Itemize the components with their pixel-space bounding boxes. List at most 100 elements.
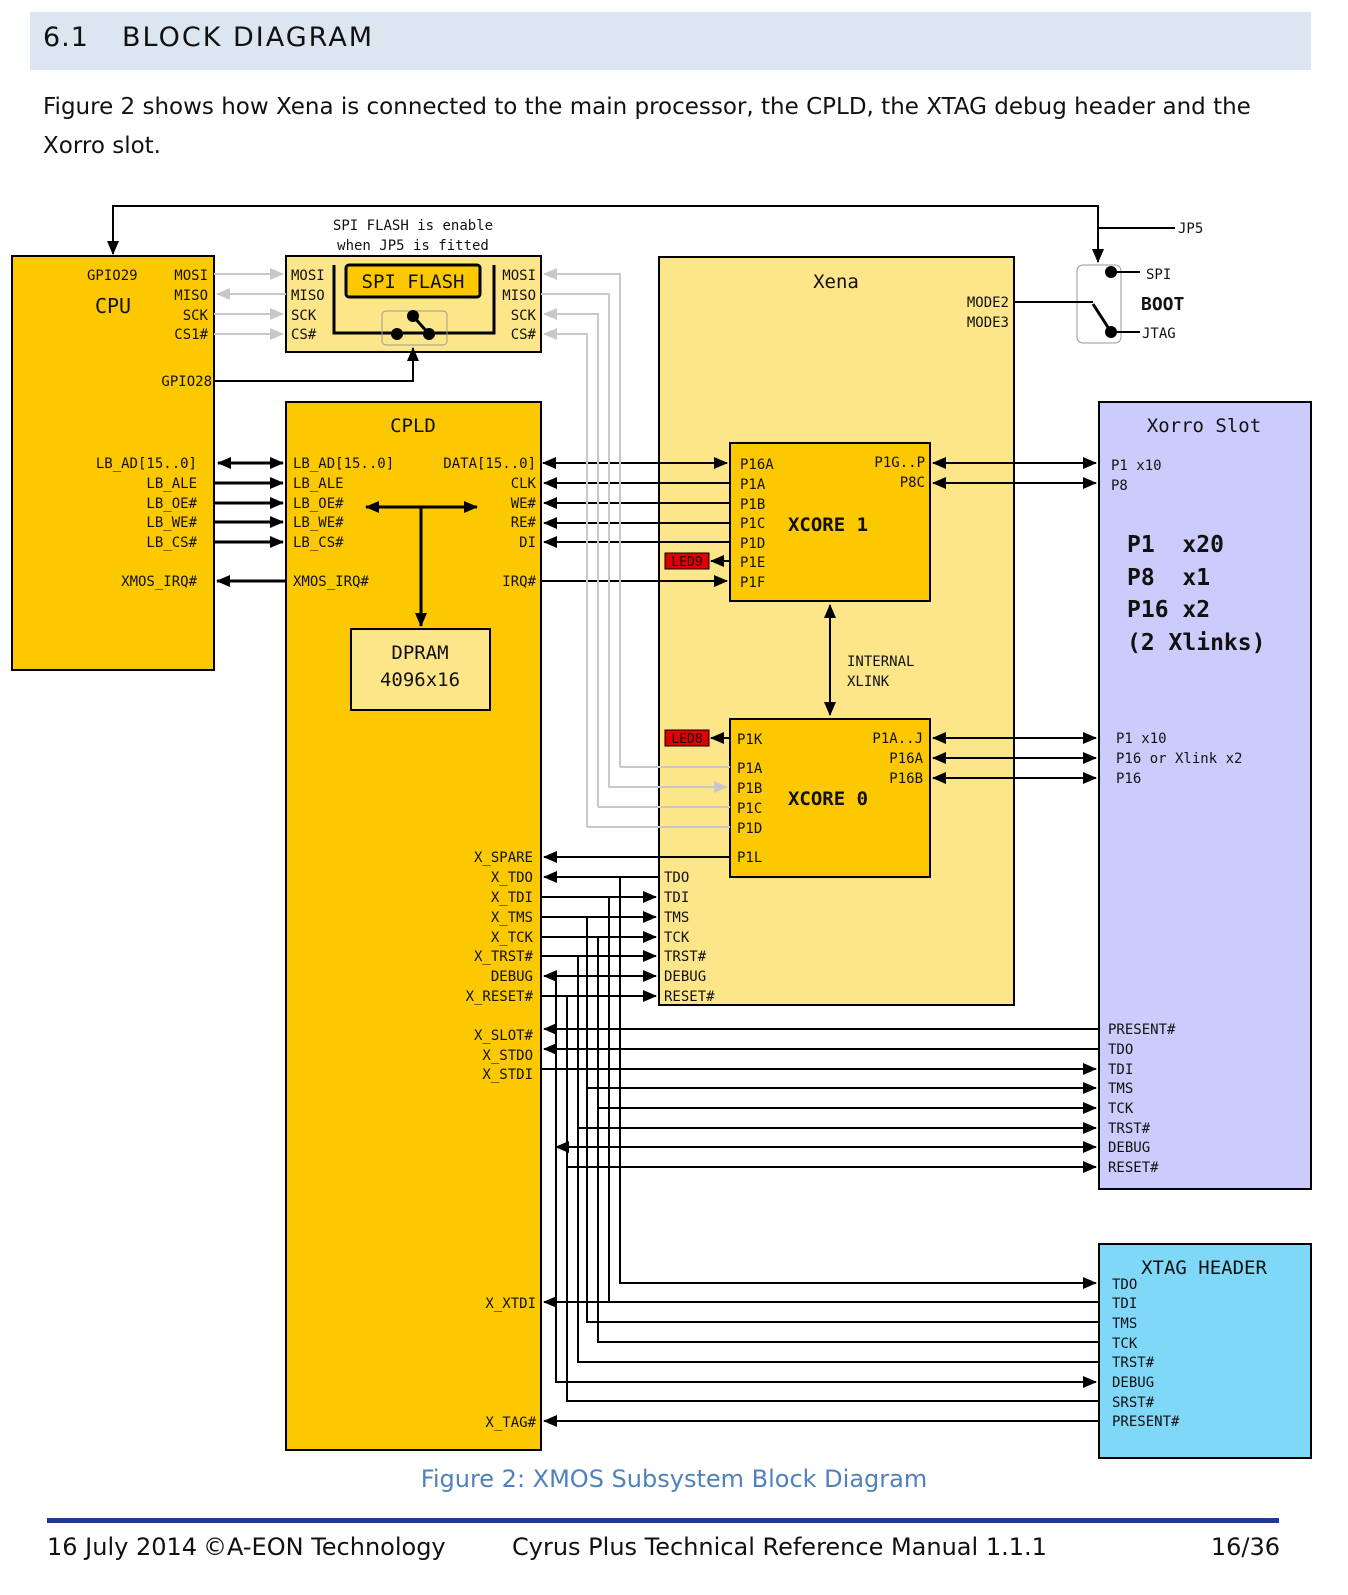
xcore1-title: XCORE 1 — [788, 514, 868, 536]
xorro-slot-block — [1098, 401, 1312, 1190]
section-number: 6.1 — [43, 22, 89, 53]
cpld-lb-we: LB_WE# — [293, 515, 344, 531]
xorro-p1x10: P1 x10 — [1111, 458, 1162, 474]
xorro-big-p1: P1 x20 — [1127, 532, 1224, 558]
footer-rule — [47, 1518, 1279, 1523]
cpld-x-tdi: X_TDI — [491, 890, 533, 906]
cpld-x-tag: X_TAG# — [485, 1415, 536, 1431]
flash-sck-right: SCK — [511, 308, 537, 324]
xtag-present: PRESENT# — [1112, 1414, 1180, 1430]
cpu-lb-we: LB_WE# — [146, 515, 197, 531]
cpu-title: CPU — [95, 294, 131, 318]
section-title: BLOCK DIAGRAM — [122, 22, 375, 53]
led8-label: LED8 — [671, 732, 702, 747]
footer-page: 16/36 — [1210, 1533, 1280, 1561]
xena-debug: DEBUG — [664, 969, 706, 985]
xtag-debug: DEBUG — [1112, 1375, 1154, 1391]
flash-miso-left: MISO — [291, 288, 325, 304]
cpu-lb-oe: LB_OE# — [146, 496, 197, 512]
flash-mosi-left: MOSI — [291, 268, 325, 284]
xorro-b-p1x10: P1 x10 — [1116, 731, 1167, 747]
xc0-p16b: P16B — [889, 771, 923, 787]
xc1-p1c: P1C — [740, 516, 765, 532]
led9-label: LED9 — [671, 555, 702, 570]
xc1-p1g: P1G..P — [874, 455, 925, 471]
xc1-p1a: P1A — [740, 477, 766, 493]
xtag-tck: TCK — [1112, 1336, 1138, 1352]
xc0-p1d: P1D — [737, 821, 762, 837]
xorro-big-xlinks: (2 Xlinks) — [1127, 630, 1265, 656]
xorro-p8: P8 — [1111, 478, 1128, 494]
xena-tms: TMS — [664, 910, 689, 926]
xena-tdi: TDI — [664, 890, 689, 906]
xena-reset: RESET# — [664, 989, 715, 1005]
xlink-line1: INTERNAL — [847, 654, 914, 670]
xtag-title: XTAG HEADER — [1141, 1257, 1267, 1279]
xcore0-title: XCORE 0 — [788, 788, 868, 810]
xc1-p16a: P16A — [740, 457, 774, 473]
cpu-miso: MISO — [174, 288, 208, 304]
dpram-block — [350, 628, 491, 711]
flash-mosi-right: MOSI — [502, 268, 536, 284]
xcore1-block — [729, 442, 931, 602]
figure-caption: Figure 2: XMOS Subsystem Block Diagram — [420, 1465, 928, 1493]
dpram-line1: DPRAM — [391, 642, 448, 664]
boot-jtag: JTAG — [1142, 326, 1176, 342]
xorro-b-p16-xlink: P16 or Xlink x2 — [1116, 751, 1242, 767]
led9-indicator — [664, 552, 710, 570]
xc1-p1e: P1E — [740, 555, 765, 571]
cpu-mosi: MOSI — [174, 268, 208, 284]
cpld-x-spare: X_SPARE — [474, 850, 533, 866]
cpld-debug: DEBUG — [491, 969, 533, 985]
xc0-p1k: P1K — [737, 732, 763, 748]
xtag-tms: TMS — [1112, 1316, 1137, 1332]
xorro-big-p8: P8 x1 — [1127, 565, 1210, 591]
xorro-tms: TMS — [1108, 1081, 1133, 1097]
intro-paragraph: Figure 2 shows how Xena is connected to … — [43, 94, 1251, 159]
cpld-title: CPLD — [390, 415, 436, 437]
cpld-x-tck: X_TCK — [491, 930, 534, 946]
xorro-title: Xorro Slot — [1147, 415, 1261, 437]
xorro-b-p16: P16 — [1116, 771, 1141, 787]
xena-block — [658, 256, 1015, 1006]
flash-miso-right: MISO — [502, 288, 536, 304]
cpu-cs1: CS1# — [174, 327, 208, 343]
cpld-re: RE# — [511, 515, 537, 531]
boot-spi: SPI — [1146, 267, 1171, 283]
dpram-line2: 4096x16 — [380, 669, 460, 691]
xtag-header-block — [1098, 1243, 1312, 1459]
xena-trst: TRST# — [664, 949, 707, 965]
spi-flash-chip — [344, 263, 482, 299]
cpld-x-slot: X_SLOT# — [474, 1028, 534, 1044]
cpld-irq: IRQ# — [502, 574, 536, 590]
cpld-di: DI — [519, 535, 536, 551]
block-diagram: SPI FLASH is enable when JP5 is fitted J… — [11, 205, 1312, 1459]
boot-title: BOOT — [1141, 294, 1185, 315]
xena-tdo: TDO — [664, 870, 689, 886]
cpld-data: DATA[15..0] — [443, 456, 536, 472]
xorro-tck: TCK — [1108, 1101, 1134, 1117]
cpld-x-stdi: X_STDI — [482, 1067, 533, 1083]
boot-switch-outline — [1076, 264, 1122, 344]
cpu-sck: SCK — [183, 308, 209, 324]
cpld-x-tms: X_TMS — [491, 910, 533, 926]
xc1-p1d: P1D — [740, 536, 765, 552]
flash-sck-left: SCK — [291, 308, 317, 324]
cpld-lb-cs: LB_CS# — [293, 535, 344, 551]
cpu-gpio28: GPIO28 — [161, 374, 212, 390]
footer-copyright: ©A-EON Technology — [203, 1533, 446, 1561]
xc0-p1a: P1A — [737, 761, 763, 777]
xc0-p16a: P16A — [889, 751, 923, 767]
cpu-gpio29: GPIO29 — [87, 268, 138, 284]
xc0-p1b: P1B — [737, 781, 762, 797]
xc0-p1l: P1L — [737, 850, 762, 866]
cpld-xmos-irq: XMOS_IRQ# — [293, 574, 369, 590]
cpld-x-reset: X_RESET# — [466, 989, 534, 1005]
cpu-lb-ale: LB_ALE — [146, 476, 197, 492]
xorro-trst: TRST# — [1108, 1121, 1151, 1137]
xc1-p8c: P8C — [900, 475, 925, 491]
footer-date: 16 July 2014 — [47, 1533, 198, 1561]
spi-note-line1: SPI FLASH is enable — [333, 218, 493, 234]
xena-mode3: MODE3 — [967, 315, 1009, 331]
flash-cs-left: CS# — [291, 327, 317, 343]
